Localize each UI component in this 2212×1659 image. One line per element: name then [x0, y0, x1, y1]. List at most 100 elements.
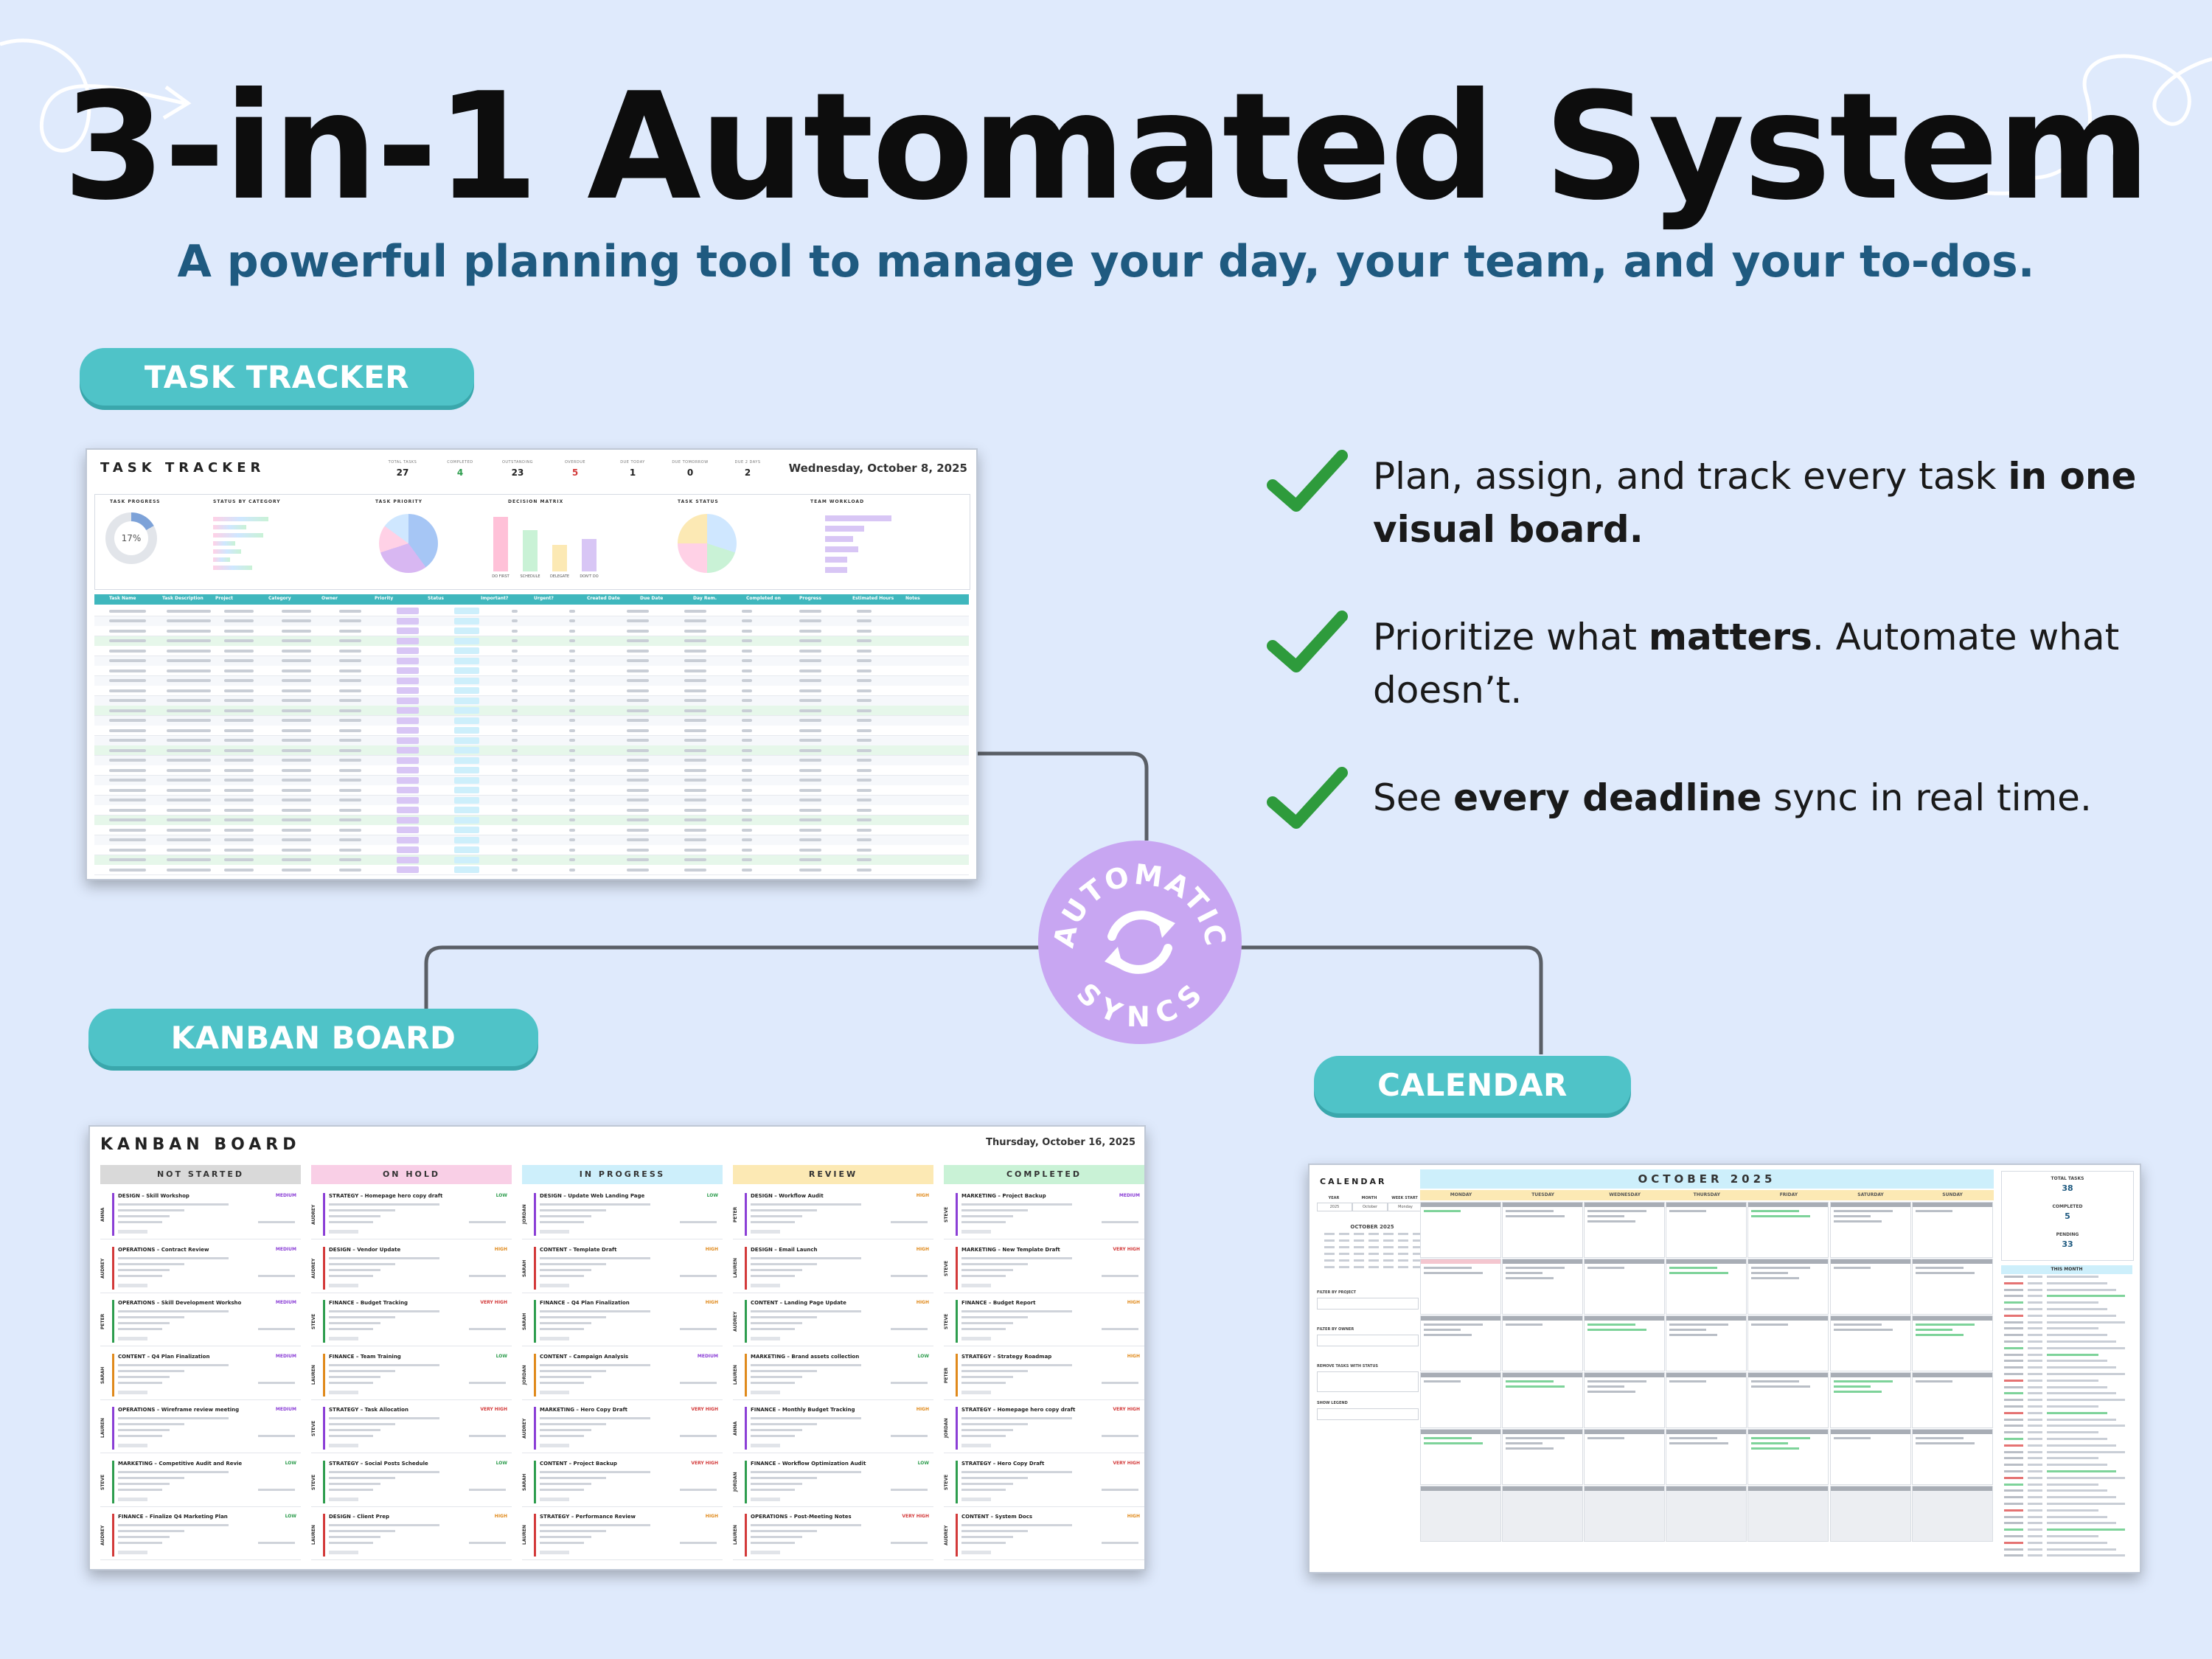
- table-row[interactable]: [94, 855, 969, 866]
- day-cell[interactable]: [1502, 1372, 1584, 1428]
- day-cell[interactable]: [1747, 1202, 1829, 1258]
- table-row[interactable]: [94, 805, 969, 815]
- table-row[interactable]: [94, 666, 969, 676]
- day-cell[interactable]: [1502, 1315, 1584, 1371]
- day-cell[interactable]: [1829, 1202, 1911, 1258]
- table-row[interactable]: [94, 706, 969, 716]
- day-cell[interactable]: [1911, 1372, 1993, 1428]
- day-cell[interactable]: [1747, 1259, 1829, 1315]
- table-row[interactable]: [94, 606, 969, 616]
- table-row[interactable]: [94, 646, 969, 656]
- day-cell[interactable]: [1911, 1259, 1993, 1315]
- filter-input[interactable]: [1317, 1298, 1419, 1310]
- day-cell[interactable]: [1420, 1315, 1501, 1371]
- day-cell[interactable]: [1911, 1486, 1993, 1542]
- day-cell[interactable]: [1666, 1315, 1747, 1371]
- day-cell[interactable]: [1666, 1429, 1747, 1485]
- table-row[interactable]: [94, 785, 969, 796]
- table-row[interactable]: [94, 636, 969, 647]
- filter-input[interactable]: [1317, 1335, 1419, 1346]
- day-cell[interactable]: [1420, 1202, 1501, 1258]
- table-row[interactable]: [94, 745, 969, 756]
- day-cell[interactable]: [1584, 1259, 1666, 1315]
- filter-input[interactable]: [1317, 1408, 1419, 1420]
- day-cell[interactable]: [1666, 1259, 1747, 1315]
- day-cell[interactable]: [1502, 1259, 1584, 1315]
- table-row[interactable]: [94, 765, 969, 776]
- table-row[interactable]: [94, 845, 969, 855]
- table-row[interactable]: [94, 675, 969, 686]
- day-cell[interactable]: [1747, 1315, 1829, 1371]
- day-cell[interactable]: [1829, 1486, 1911, 1542]
- table-row[interactable]: [94, 775, 969, 786]
- table-row[interactable]: [94, 686, 969, 696]
- control-select[interactable]: Monday: [1388, 1203, 1423, 1211]
- table-row[interactable]: [94, 735, 969, 746]
- day-cell[interactable]: [1420, 1259, 1501, 1315]
- day-cell[interactable]: [1584, 1486, 1666, 1542]
- table-row[interactable]: [94, 715, 969, 726]
- day-cell[interactable]: [1666, 1202, 1747, 1258]
- day-cell[interactable]: [1747, 1486, 1829, 1542]
- table-row[interactable]: [94, 726, 969, 736]
- day-cell[interactable]: [1829, 1429, 1911, 1485]
- day-cell[interactable]: [1747, 1372, 1829, 1428]
- day-cell[interactable]: [1666, 1486, 1747, 1542]
- day-cell[interactable]: [1502, 1486, 1584, 1542]
- day-cell[interactable]: [1911, 1429, 1993, 1485]
- day-cell[interactable]: [1584, 1202, 1666, 1258]
- table-row[interactable]: [94, 795, 969, 806]
- table-row[interactable]: [94, 835, 969, 846]
- day-cell[interactable]: [1502, 1202, 1584, 1258]
- day-cell[interactable]: [1911, 1202, 1993, 1258]
- day-cell[interactable]: [1502, 1429, 1584, 1485]
- control-select[interactable]: October: [1352, 1203, 1388, 1211]
- day-cell[interactable]: [1584, 1372, 1666, 1428]
- table-row[interactable]: [94, 655, 969, 667]
- filter-input[interactable]: [1317, 1371, 1419, 1392]
- day-cell[interactable]: [1584, 1429, 1666, 1485]
- day-cell[interactable]: [1420, 1486, 1501, 1542]
- table-row[interactable]: [94, 865, 969, 875]
- table-row[interactable]: [94, 616, 969, 627]
- table-row[interactable]: [94, 695, 969, 706]
- day-cell[interactable]: [1829, 1315, 1911, 1371]
- table-row[interactable]: [94, 626, 969, 636]
- day-cell[interactable]: [1420, 1372, 1501, 1428]
- control-select[interactable]: 2025: [1317, 1203, 1352, 1211]
- table-row[interactable]: [94, 755, 969, 766]
